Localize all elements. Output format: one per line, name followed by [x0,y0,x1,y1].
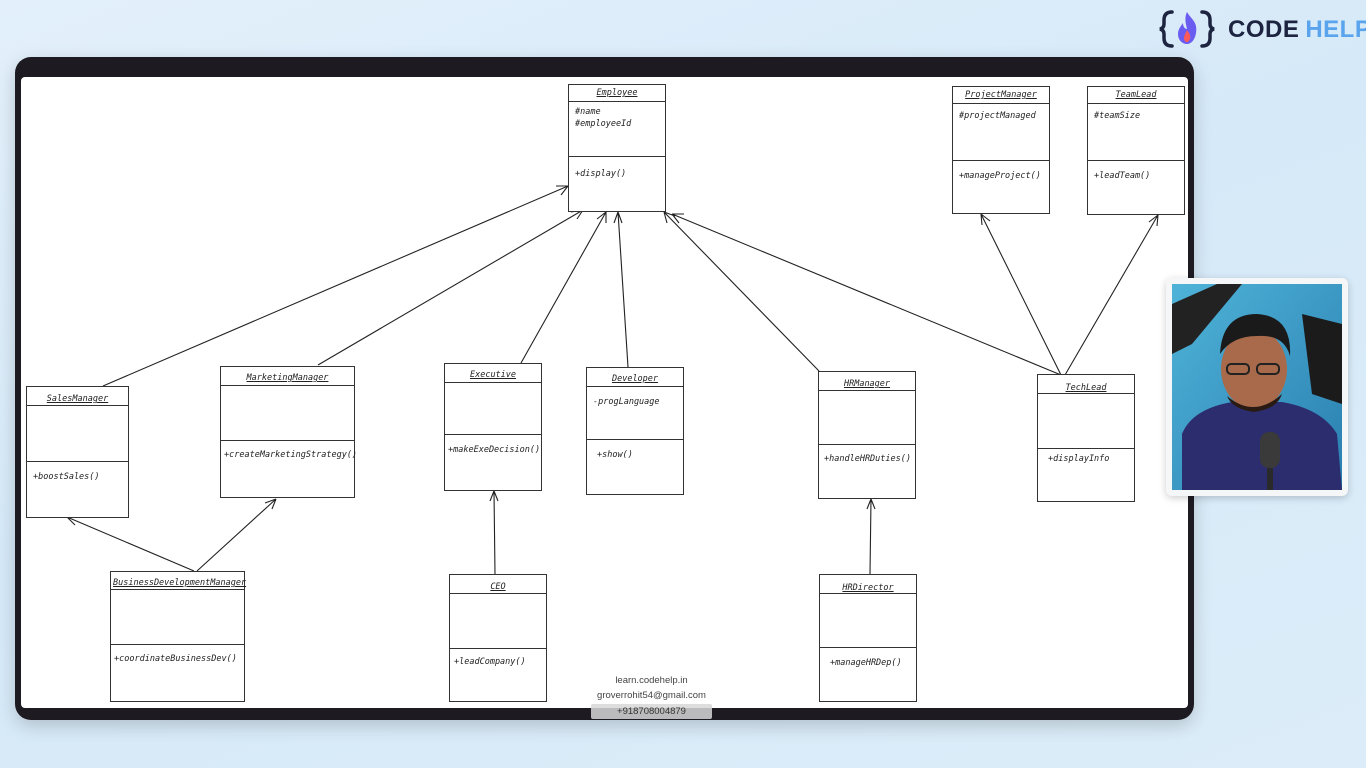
contact-site: learn.codehelp.in [615,675,688,686]
arrow-executive-employee [520,211,607,364]
webcam-overlay [1166,278,1348,496]
class-name: Employee [596,88,638,98]
method: +boostSales() [33,472,100,482]
class-name: ProjectManager [965,90,1037,100]
method: +manageHRDep() [830,658,902,668]
method: +show() [597,450,633,460]
class-name: CEO [490,582,506,592]
class-employee: Employee #name #employeeId +display() [568,84,666,212]
method: +displayInfo [1048,454,1110,464]
attribute: #teamSize [1094,111,1141,121]
arrow-bdm-marketingmanager [196,498,277,572]
class-techlead: TechLead +displayInfo [1037,374,1135,502]
presenter-video [1172,284,1342,490]
method: +createMarketingStrategy() [224,450,358,460]
class-projectmanager: ProjectManager #projectManaged +managePr… [952,86,1050,214]
method: +manageProject() [959,171,1041,181]
arrow-ceo-executive [489,490,499,575]
class-businessdevelopmentmanager: BusinessDevelopmentManager +coordinateBu… [110,571,247,702]
attribute: #name [575,107,601,117]
arrow-hrmanager-employee [663,211,820,372]
brand-word-code: CODE [1228,16,1300,43]
arrow-marketingmanager-employee [317,209,584,366]
class-name: Developer [611,374,659,384]
method: +leadTeam() [1094,171,1151,181]
class-name: MarketingManager [246,373,329,383]
method: +leadCompany() [454,657,526,667]
class-ceo: CEO +leadCompany() [449,574,547,702]
method: +display() [575,169,627,179]
class-salesmanager: SalesManager +boostSales() [26,386,129,518]
class-hrdirector: HRDirector +manageHRDep() [819,574,917,702]
class-teamlead: TeamLead #teamSize +leadTeam() [1087,86,1185,215]
arrow-bdm-salesmanager [66,515,195,572]
arrow-hrdirector-hrmanager [866,498,876,575]
class-name: HRManager [843,379,891,389]
arrow-techlead-projectmanager [980,213,1062,376]
class-name: BusinessDevelopmentManager [113,578,247,588]
method: +coordinateBusinessDev() [114,654,237,664]
arrow-salesmanager-employee [102,185,569,387]
contact-phone: +918708004879 [591,704,712,719]
arrow-developer-employee [613,211,629,368]
attribute: -progLanguage [593,397,660,407]
attribute: #projectManaged [959,111,1036,121]
class-marketingmanager: MarketingManager +createMarketingStrateg… [220,366,358,498]
method: +handleHRDuties() [824,454,911,464]
class-name: Executive [469,370,517,380]
class-hrmanager: HRManager +handleHRDuties() [818,371,916,499]
method: +makeExeDecision() [448,445,541,455]
class-name: TeamLead [1115,90,1157,100]
contact-email: groverrohit54@gmail.com [597,690,706,701]
flame-icon [1159,10,1215,48]
class-developer: Developer -progLanguage +show() [586,367,684,495]
whiteboard-frame: Employee #name #employeeId +display() Pr… [15,57,1194,720]
arrow-techlead-employee [671,213,1062,376]
uml-diagram-canvas: Employee #name #employeeId +display() Pr… [21,77,1188,708]
class-name: TechLead [1065,383,1107,393]
arrow-techlead-teamlead [1064,214,1159,376]
attribute: #employeeId [575,119,632,129]
brand-word-help: HELP [1305,16,1366,43]
class-executive: Executive +makeExeDecision() [444,363,542,491]
class-name: SalesManager [46,394,109,404]
class-name: HRDirector [842,583,894,593]
contact-watermark: learn.codehelp.in groverrohit54@gmail.co… [591,673,712,721]
